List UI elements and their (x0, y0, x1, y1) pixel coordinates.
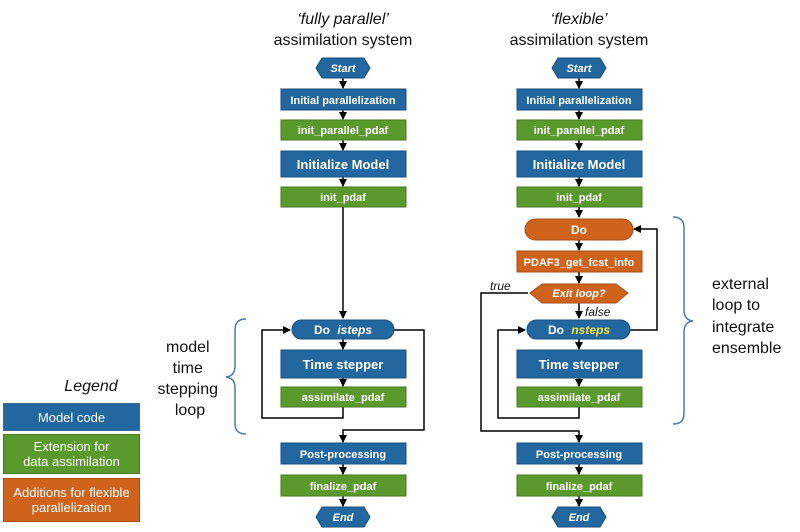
svg-text:assimilate_pdaf: assimilate_pdaf (302, 392, 385, 404)
legend-model-code-label: Model code (37, 409, 106, 425)
svg-text:Do nsteps: Do nsteps (548, 323, 610, 337)
right-time-stepper: Time stepper (516, 349, 643, 379)
legend-title: Legend (64, 378, 118, 395)
legend-extension-line1: Extension for (33, 439, 110, 454)
right-finalize-pdaf: finalize_pdaf (516, 474, 643, 497)
left-finalize-pdaf: finalize_pdaf (280, 474, 407, 497)
left-title-sub: assimilation system (274, 32, 413, 49)
right-connectors (480, 78, 658, 507)
svg-text:finalize_pdaf: finalize_pdaf (310, 481, 377, 493)
false-label: false (585, 305, 611, 319)
svg-text:Exit loop?: Exit loop? (552, 288, 605, 300)
legend-additions-line2: parallelization (31, 500, 112, 515)
right-init-parallel-pdaf: init_parallel_pdaf (516, 119, 643, 141)
left-start: Start (315, 57, 371, 79)
svg-text:init_pdaf: init_pdaf (556, 192, 602, 204)
left-initialize-model: Initialize Model (280, 150, 407, 178)
right-initial-parallelization: Initial parallelization (516, 88, 643, 111)
model-loop-label: model time stepping loop (158, 339, 223, 419)
svg-text:assimilate_pdaf: assimilate_pdaf (538, 392, 621, 404)
svg-text:Time stepper: Time stepper (539, 357, 620, 372)
legend-extension-line2: data assimilation (23, 454, 120, 469)
left-post-processing: Post-processing (280, 442, 407, 465)
svg-text:Do isteps: Do isteps (314, 323, 372, 337)
right-post-processing: Post-processing (516, 442, 643, 465)
svg-text:Post-processing: Post-processing (536, 449, 622, 461)
legend-model-code: Model code (3, 403, 140, 431)
legend-extension: Extension for data assimilation (3, 434, 140, 474)
external-loop-label: external loop to integrate ensemble (712, 276, 781, 357)
left-end: End (315, 506, 371, 528)
svg-text:Start: Start (330, 63, 356, 75)
left-init-parallel-pdaf: init_parallel_pdaf (280, 119, 407, 141)
svg-text:init_pdaf: init_pdaf (320, 192, 366, 204)
left-do-label: Do (314, 323, 330, 337)
right-nsteps-label: nsteps (571, 323, 610, 337)
right-initialize-model: Initialize Model (516, 150, 643, 178)
svg-text:Time stepper: Time stepper (303, 357, 384, 372)
right-title-sub: assimilation system (510, 32, 649, 49)
svg-text:Initial parallelization: Initial parallelization (526, 95, 631, 107)
svg-text:init_parallel_pdaf: init_parallel_pdaf (298, 125, 389, 137)
right-get-fcst-info: PDAF3_get_fcst_info (516, 250, 643, 273)
legend-additions-line1: Additions for flexible (13, 485, 130, 500)
model-loop-bracket (225, 318, 247, 435)
svg-text:End: End (569, 512, 590, 524)
left-connectors (261, 78, 425, 507)
right-end: End (551, 506, 607, 528)
svg-text:Initialize Model: Initialize Model (297, 157, 389, 172)
svg-text:End: End (333, 512, 354, 524)
right-start: Start (551, 57, 607, 79)
legend-additions: Additions for flexible parallelization (3, 478, 140, 522)
left-time-stepper: Time stepper (280, 349, 407, 379)
true-label: true (490, 279, 511, 293)
right-do-outer: Do (524, 218, 634, 241)
svg-text:Start: Start (566, 63, 592, 75)
right-assimilate-pdaf: assimilate_pdaf (516, 386, 643, 408)
svg-text:Do: Do (571, 223, 587, 237)
left-isteps-label: isteps (337, 323, 372, 337)
right-exit-loop-decision: Exit loop? (529, 283, 629, 304)
right-title-quote: ‘flexible’ (551, 11, 608, 28)
right-do-label: Do (548, 323, 564, 337)
svg-text:finalize_pdaf: finalize_pdaf (546, 481, 613, 493)
svg-text:init_parallel_pdaf: init_parallel_pdaf (534, 125, 625, 137)
right-init-pdaf: init_pdaf (516, 186, 643, 208)
right-do-nsteps: Do nsteps (526, 319, 631, 340)
left-assimilate-pdaf: assimilate_pdaf (280, 386, 407, 408)
external-loop-bracket (672, 216, 694, 425)
left-do-isteps: Do isteps (291, 319, 395, 340)
svg-text:Initial parallelization: Initial parallelization (290, 95, 395, 107)
left-initial-parallelization: Initial parallelization (280, 88, 407, 111)
svg-text:Post-processing: Post-processing (300, 449, 386, 461)
svg-text:PDAF3_get_fcst_info: PDAF3_get_fcst_info (524, 257, 635, 269)
left-init-pdaf: init_pdaf (280, 186, 407, 208)
left-title-quote: ‘fully parallel’ (297, 11, 389, 28)
svg-text:Initialize Model: Initialize Model (533, 157, 625, 172)
